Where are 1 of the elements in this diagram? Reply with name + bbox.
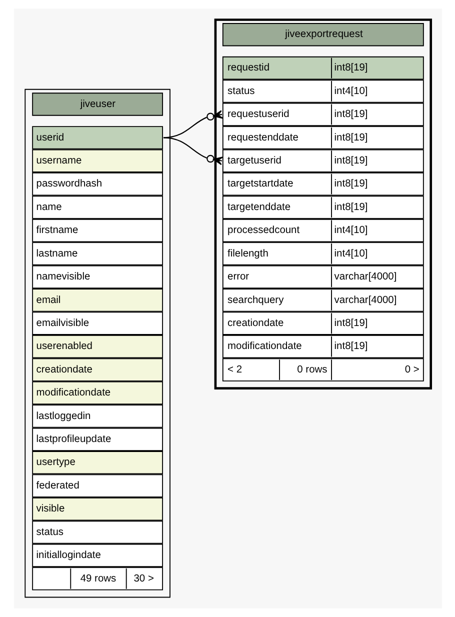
connector bbox=[162, 137, 223, 166]
